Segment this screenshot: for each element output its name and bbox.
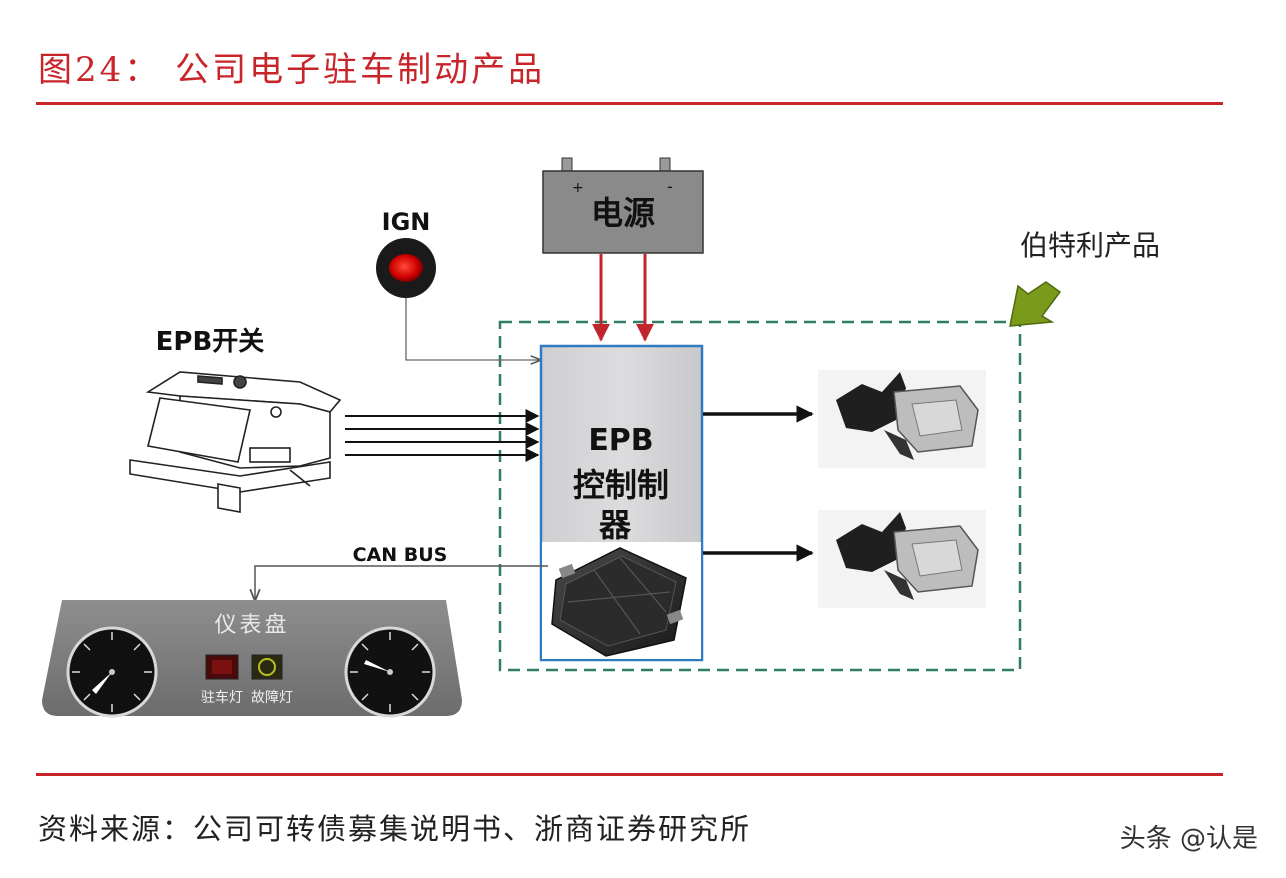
- title-rule: [36, 102, 1223, 105]
- dashboard: 仪表盘: [42, 600, 462, 718]
- switch-signal-lines: [345, 409, 540, 462]
- epb-switch-image: [129, 371, 342, 513]
- controller-label-1: EPB: [588, 423, 653, 458]
- product-scope-label: 伯特利产品: [1020, 229, 1160, 262]
- product-scope-box: [498, 320, 1022, 672]
- controller-label-3: 器: [598, 506, 632, 544]
- controller-label-2: 控制制: [573, 466, 669, 504]
- source-rule: [36, 773, 1223, 776]
- power-supply: + - 电源: [542, 157, 704, 254]
- product-pointer-arrow: [1009, 281, 1062, 327]
- can-bus-label: CAN BUS: [353, 544, 448, 566]
- parking-light-icon: [205, 654, 239, 680]
- source-note: 资料来源：公司可转债募集说明书、浙商证券研究所: [38, 812, 752, 846]
- watermark: 头条 @认是: [1119, 824, 1258, 854]
- epb-switch-label: EPB开关: [156, 327, 265, 357]
- fault-light-label: 故障灯: [251, 690, 293, 706]
- brake-caliper-bottom: [818, 510, 986, 608]
- parking-light-label: 驻车灯: [201, 689, 243, 706]
- figure-title: 图24： 公司电子驻车制动产品: [38, 50, 546, 90]
- dashboard-label: 仪表盘: [214, 613, 289, 638]
- ign-lamp-icon: [389, 254, 423, 282]
- can-bus-line: [255, 565, 548, 600]
- ign-label: IGN: [382, 208, 431, 236]
- brake-caliper-top: [818, 370, 986, 468]
- epb-module-image: [542, 542, 701, 659]
- minus-sign: -: [667, 177, 673, 196]
- plus-sign: +: [572, 180, 584, 196]
- left-gauge-icon: [66, 626, 158, 718]
- ign-signal-line: [405, 298, 540, 360]
- power-label: 电源: [591, 194, 655, 232]
- right-gauge-icon: [344, 626, 436, 718]
